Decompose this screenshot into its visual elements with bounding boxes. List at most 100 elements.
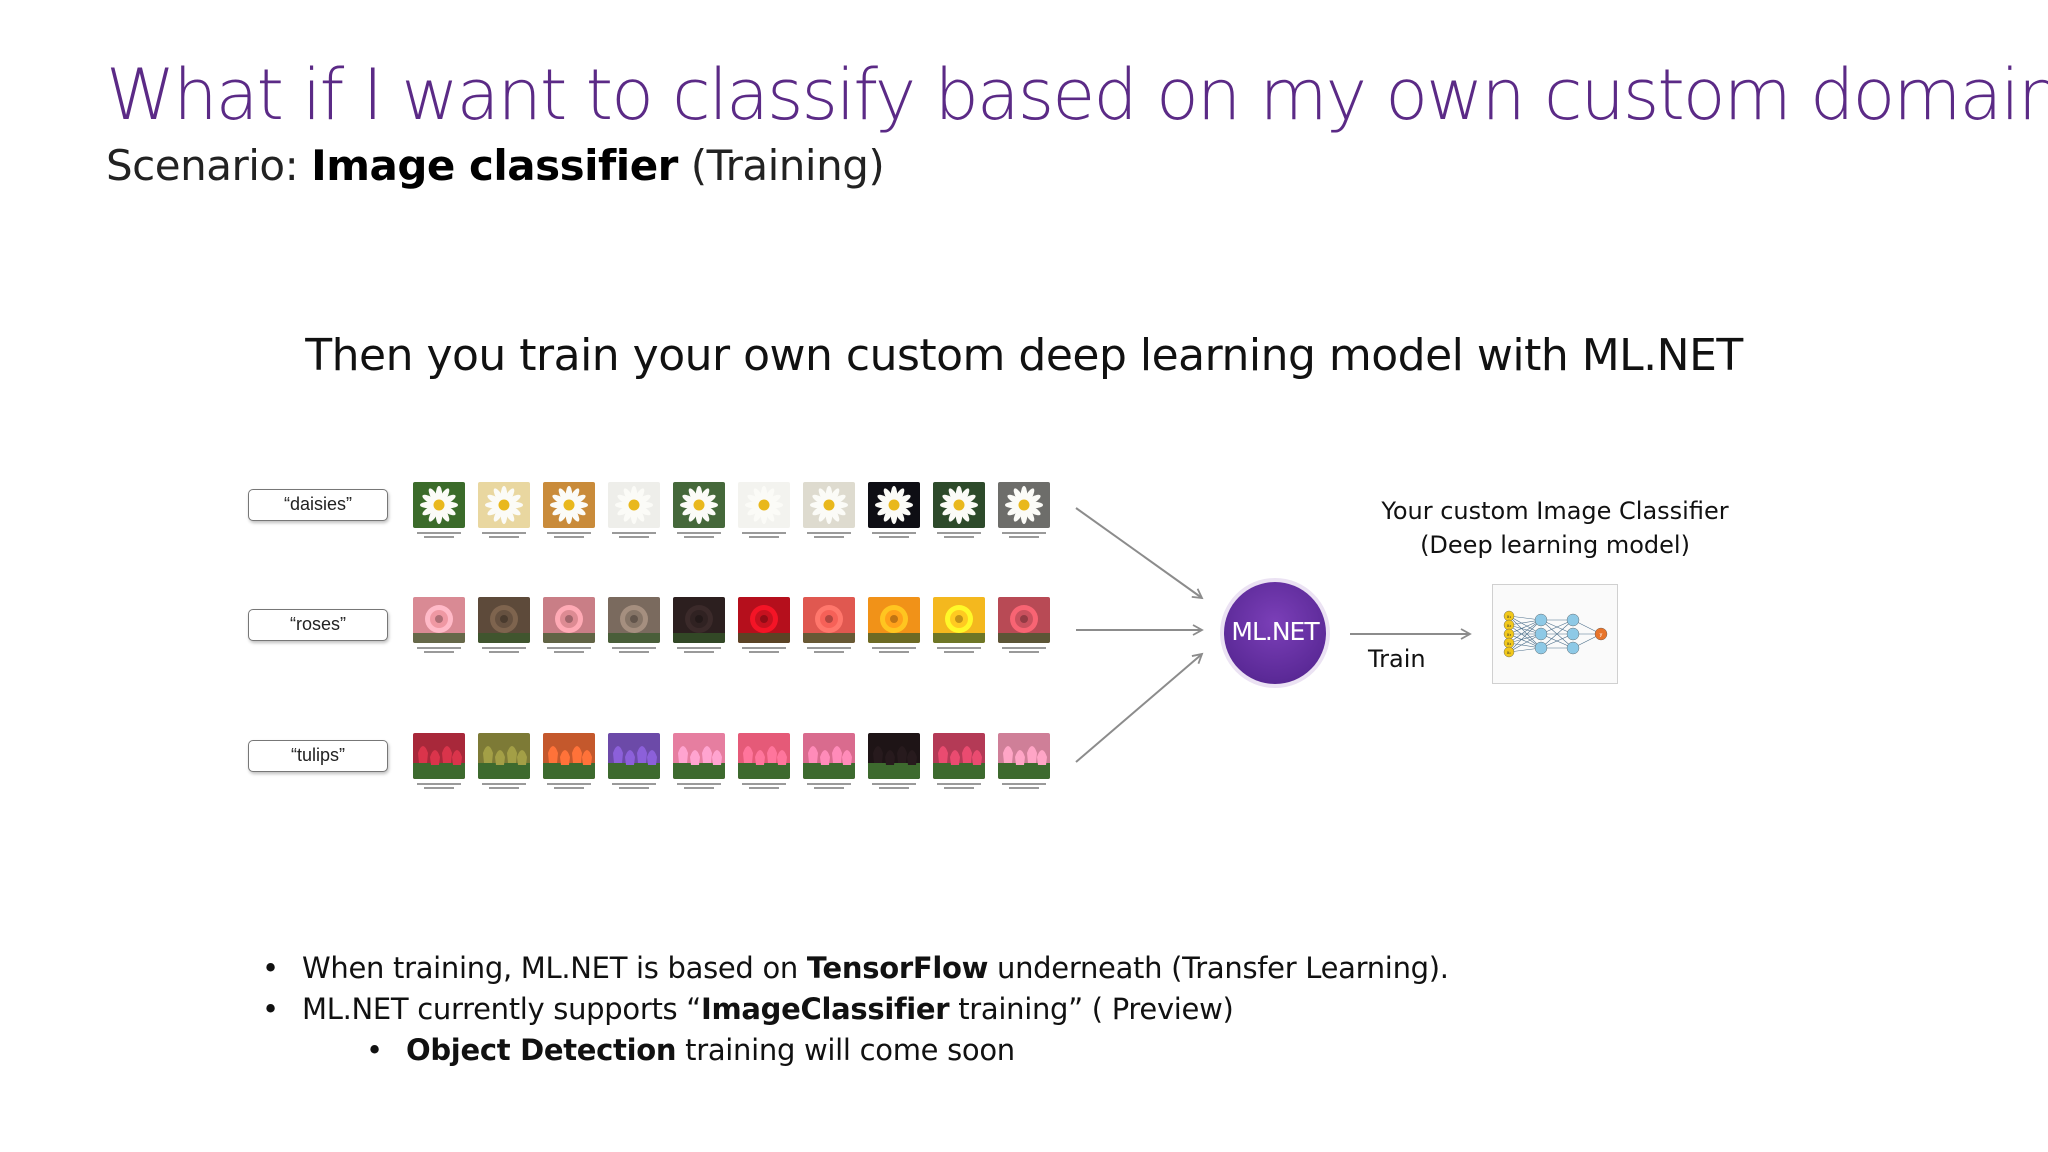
- hidden-node: [1534, 613, 1548, 627]
- thumbnail-image: [933, 733, 985, 779]
- thumbnail-daisy-4: [605, 482, 663, 546]
- thumbnail-image: [413, 482, 465, 528]
- arrow-daisies-to-mlnet: [1075, 507, 1204, 600]
- thumbnail-filename: [410, 647, 468, 653]
- thumbnail-image: [803, 597, 855, 643]
- svg-text:xₙ: xₙ: [1507, 651, 1512, 656]
- thumbnail-image: [803, 733, 855, 779]
- thumbnail-filename: [995, 532, 1053, 538]
- thumbnail-filename: [735, 532, 793, 538]
- thumbnail-filename: [475, 647, 533, 653]
- thumbnail-rose-7: [800, 597, 858, 661]
- model-caption-line-1: Your custom Image Classifier: [1381, 497, 1729, 525]
- thumbnail-filename: [670, 532, 728, 538]
- hidden-node: [1566, 613, 1580, 627]
- model-caption: Your custom Image Classifier (Deep learn…: [1352, 494, 1758, 562]
- slide-headline: Then you train your own custom deep lear…: [305, 330, 1743, 381]
- thumbnail-rose-3: [540, 597, 598, 661]
- thumbnail-rose-2: [475, 597, 533, 661]
- thumbnail-daisy-9: [930, 482, 988, 546]
- thumbnail-image: [478, 597, 530, 643]
- thumbnail-filename: [735, 783, 793, 789]
- label-roses: “roses”: [248, 609, 388, 641]
- mlnet-logo-text: ML.NET: [1231, 617, 1319, 646]
- thumbnail-filename: [930, 783, 988, 789]
- thumbnail-tulip-5: [670, 733, 728, 797]
- thumbnail-daisy-5: [670, 482, 728, 546]
- thumbnail-tulip-6: [735, 733, 793, 797]
- thumbnail-filename: [995, 647, 1053, 653]
- bullet-dot: •: [262, 992, 279, 1026]
- output-node: [1594, 627, 1608, 641]
- thumbnail-image: [868, 482, 920, 528]
- thumbnail-tulip-7: [800, 733, 858, 797]
- thumbnail-image: [673, 482, 725, 528]
- mlnet-logo: [1224, 582, 1326, 684]
- slide-subtitle: Scenario: Image classifier (Training): [106, 138, 885, 194]
- thumbnail-image: [933, 597, 985, 643]
- thumbnail-filename: [865, 532, 923, 538]
- bullet-bold-run: Object Detection: [406, 1033, 677, 1067]
- thumbnail-image: [803, 482, 855, 528]
- svg-text:x₁: x₁: [1507, 615, 1512, 620]
- thumbnail-image: [543, 733, 595, 779]
- thumbnail-daisy-7: [800, 482, 858, 546]
- subtitle-bold: Image classifier: [311, 141, 678, 190]
- thumbnail-rose-5: [670, 597, 728, 661]
- input-node: [1503, 646, 1515, 658]
- bullet-1: •When training, ML.NET is based on Tenso…: [262, 948, 1449, 989]
- label-daisies: “daisies”: [248, 489, 388, 521]
- thumbnail-image: [998, 733, 1050, 779]
- thumbnail-rose-8: [865, 597, 923, 661]
- thumbnail-row-daisies: [410, 482, 1060, 546]
- svg-text:x₂: x₂: [1507, 624, 1512, 629]
- bullet-bold-run: TensorFlow: [806, 951, 989, 985]
- bullet-bold-run: ImageClassifier: [701, 992, 950, 1026]
- model-caption-line-2: (Deep learning model): [1420, 531, 1690, 559]
- thumbnail-rose-4: [605, 597, 663, 661]
- thumbnail-image: [738, 733, 790, 779]
- thumbnail-filename: [735, 647, 793, 653]
- thumbnail-rose-9: [930, 597, 988, 661]
- thumbnail-image: [478, 482, 530, 528]
- thumbnail-filename: [540, 647, 598, 653]
- thumbnail-daisy-10: [995, 482, 1053, 546]
- thumbnail-tulip-3: [540, 733, 598, 797]
- bullet-3: •Object Detection training will come soo…: [366, 1030, 1449, 1071]
- thumbnail-image: [738, 597, 790, 643]
- thumbnail-image: [868, 597, 920, 643]
- thumbnail-image: [608, 482, 660, 528]
- thumbnail-filename: [605, 647, 663, 653]
- thumbnail-image: [673, 733, 725, 779]
- thumbnail-tulip-10: [995, 733, 1053, 797]
- thumbnail-image: [543, 482, 595, 528]
- thumbnail-filename: [800, 783, 858, 789]
- hidden-node: [1566, 627, 1580, 641]
- thumbnail-image: [478, 733, 530, 779]
- hidden-node: [1534, 641, 1548, 655]
- thumbnail-tulip-1: [410, 733, 468, 797]
- thumbnail-image: [608, 733, 660, 779]
- thumbnail-image: [608, 597, 660, 643]
- thumbnail-image: [933, 482, 985, 528]
- bullet-list: •When training, ML.NET is based on Tenso…: [262, 948, 1449, 1071]
- thumbnail-daisy-6: [735, 482, 793, 546]
- thumbnail-image: [673, 597, 725, 643]
- thumbnail-filename: [930, 647, 988, 653]
- thumbnail-filename: [605, 783, 663, 789]
- thumbnail-rose-10: [995, 597, 1053, 661]
- subtitle-prefix: Scenario:: [106, 141, 312, 190]
- label-tulips: “tulips”: [248, 740, 388, 772]
- thumbnail-filename: [410, 532, 468, 538]
- bullet-text: Object Detection training will come soon: [366, 1033, 1015, 1067]
- thumbnail-image: [998, 597, 1050, 643]
- bullet-text-run: underneath (Transfer Learning).: [988, 951, 1449, 985]
- bullet-text: ML.NET currently supports “ImageClassifi…: [262, 992, 1234, 1026]
- bullet-2: •ML.NET currently supports “ImageClassif…: [262, 989, 1449, 1030]
- hidden-node: [1566, 641, 1580, 655]
- thumbnail-filename: [475, 532, 533, 538]
- thumbnail-daisy-1: [410, 482, 468, 546]
- arrow-tulips-to-mlnet: [1075, 652, 1204, 763]
